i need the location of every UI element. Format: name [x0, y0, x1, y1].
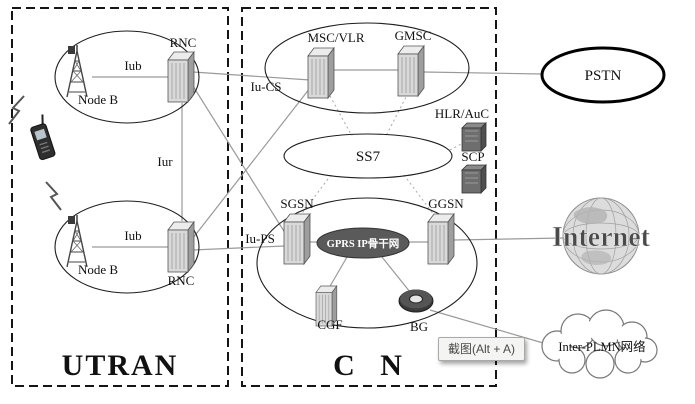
- link-rnc-top-msc: [192, 71, 311, 81]
- connection-lines: [92, 69, 565, 346]
- link-gmsc-ss7: [385, 92, 409, 137]
- link-rnc-bottom-sgsn: [192, 245, 285, 251]
- utran-region-border: [11, 7, 229, 387]
- cell-tower-bottom-icon: [66, 214, 88, 268]
- node-b-top-label: Node B: [78, 92, 118, 107]
- inter-plmn-cloud: [541, 309, 658, 379]
- screenshot-tooltip[interactable]: 截图(Alt + A): [438, 337, 526, 361]
- ss7-ellipse: [283, 133, 453, 179]
- link-msc-ss7: [329, 95, 353, 137]
- screenshot-tooltip-text: 截图(Alt + A): [448, 342, 516, 356]
- cell-tower-top-icon: [66, 44, 88, 98]
- mobile-phone-icon: [30, 114, 56, 161]
- link-backbone-cgf: [328, 256, 348, 289]
- link-ss7-sgsn: [299, 174, 332, 217]
- ggsn-label: GGSN: [428, 196, 464, 211]
- utran-bottom-ellipse: [54, 200, 200, 294]
- utran-region-label: UTRAN: [62, 349, 179, 382]
- ss7-label: SS7: [356, 149, 381, 165]
- link-bg-interplmn: [429, 309, 551, 346]
- radio-link-top-icon: [8, 95, 25, 125]
- cgf-label: CGF: [317, 317, 342, 332]
- link-ss7-ggsn: [403, 174, 435, 216]
- inter-plmn-label: Inter-PLMN网络: [558, 339, 646, 354]
- msc-vlr-label: MSC/VLR: [307, 30, 364, 45]
- hlr-server-icon: [461, 122, 487, 152]
- utran-top-ellipse: [54, 30, 200, 124]
- gmsc-label: GMSC: [395, 28, 432, 43]
- cn-cs-domain-ellipse: [264, 22, 470, 114]
- gprs-backbone-ellipse: [316, 227, 410, 259]
- cn-region-border: [241, 7, 497, 387]
- node-b-bottom-label: Node B: [78, 262, 118, 277]
- cn-ps-domain-ellipse: [256, 197, 478, 329]
- link-rnc-top-sgsn: [192, 85, 288, 237]
- link-gmsc-pstn: [423, 71, 543, 75]
- gprs-backbone-label: GPRS IP骨干网: [327, 238, 400, 250]
- link-rnc-bottom-msc: [192, 87, 311, 239]
- bg-router-icon: [398, 289, 434, 313]
- rnc-bottom-label: RNC: [168, 273, 195, 288]
- sgsn-label: SGSN: [280, 196, 314, 211]
- pstn-label: PSTN: [585, 68, 622, 84]
- iu-cs-label: Iu-CS: [250, 79, 281, 94]
- cn-region-label: C N: [333, 349, 411, 382]
- radio-link-bottom-icon: [45, 181, 62, 211]
- iub-bottom-label: Iub: [124, 228, 141, 243]
- pstn-ellipse: [540, 46, 666, 104]
- rnc-top-label: RNC: [170, 35, 197, 50]
- hlr-auc-label: HLR/AuC: [435, 106, 489, 121]
- scp-label: SCP: [461, 149, 484, 164]
- ggsn-server-icon: [427, 213, 455, 265]
- iur-label: Iur: [157, 154, 173, 169]
- iu-ps-label: Iu-PS: [245, 231, 275, 246]
- msc-vlr-server-icon: [307, 47, 335, 99]
- rnc-top-server-icon: [167, 51, 195, 103]
- bg-label: BG: [410, 319, 428, 334]
- sgsn-server-icon: [283, 213, 311, 265]
- internet-label: Internet: [552, 222, 651, 253]
- scp-server-icon: [461, 164, 487, 194]
- gmsc-server-icon: [397, 45, 425, 97]
- internet-globe-icon: [562, 197, 640, 275]
- iub-top-label: Iub: [124, 58, 141, 73]
- rnc-bottom-server-icon: [167, 221, 195, 273]
- link-backbone-bg: [381, 256, 411, 293]
- link-ggsn-internet: [453, 237, 565, 241]
